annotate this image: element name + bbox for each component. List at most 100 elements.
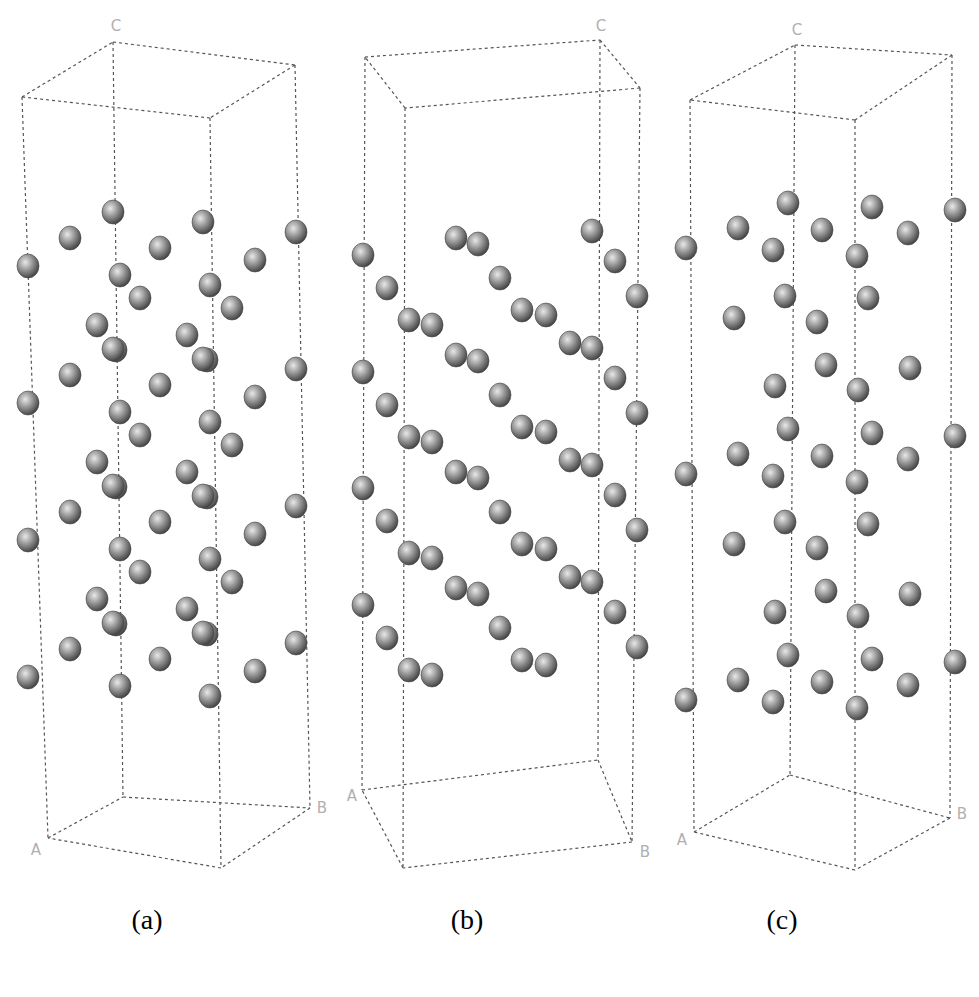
atom bbox=[675, 688, 697, 712]
axis-label: C bbox=[596, 19, 606, 34]
atom bbox=[815, 353, 837, 377]
atom bbox=[861, 195, 883, 219]
atom bbox=[376, 626, 398, 650]
atom bbox=[897, 673, 919, 697]
atom bbox=[559, 448, 581, 472]
atom bbox=[149, 236, 171, 260]
axis-label: B bbox=[317, 801, 327, 816]
atom bbox=[626, 635, 648, 659]
atom bbox=[467, 349, 489, 373]
atom bbox=[511, 648, 533, 672]
atom bbox=[421, 546, 443, 570]
cell-edge bbox=[22, 42, 113, 97]
atom bbox=[129, 423, 151, 447]
atom bbox=[899, 582, 921, 606]
atom bbox=[285, 220, 307, 244]
atom bbox=[811, 444, 833, 468]
cell-edge bbox=[694, 775, 790, 832]
cell-edge bbox=[365, 40, 600, 57]
atom bbox=[376, 276, 398, 300]
atom bbox=[857, 286, 879, 310]
atom bbox=[626, 401, 648, 425]
cell-edge bbox=[795, 45, 952, 55]
cell-edge bbox=[598, 40, 600, 760]
atom bbox=[59, 226, 81, 250]
atom bbox=[199, 410, 221, 434]
atom bbox=[764, 600, 786, 624]
atom bbox=[944, 650, 966, 674]
atom bbox=[581, 219, 603, 243]
atom bbox=[176, 323, 198, 347]
atom bbox=[102, 200, 124, 224]
atom bbox=[846, 244, 868, 268]
atom bbox=[445, 460, 467, 484]
atom bbox=[777, 417, 799, 441]
atom bbox=[604, 366, 626, 390]
cell-edge bbox=[210, 65, 295, 118]
cell-edge bbox=[632, 88, 640, 842]
atom bbox=[489, 266, 511, 290]
cell-edge bbox=[365, 57, 405, 108]
atom bbox=[17, 254, 39, 278]
atom bbox=[109, 674, 131, 698]
atom bbox=[581, 336, 603, 360]
atom bbox=[102, 611, 124, 635]
atom bbox=[811, 670, 833, 694]
atom bbox=[192, 484, 214, 508]
atom bbox=[762, 690, 784, 714]
cell-edge bbox=[854, 120, 855, 870]
atom bbox=[285, 357, 307, 381]
atom bbox=[535, 537, 557, 561]
atom bbox=[376, 509, 398, 533]
atom bbox=[723, 306, 745, 330]
cell-edge bbox=[22, 97, 210, 118]
atom bbox=[489, 383, 511, 407]
atom bbox=[176, 597, 198, 621]
atom bbox=[352, 593, 374, 617]
atom bbox=[774, 510, 796, 534]
panel-caption: (a) bbox=[131, 906, 162, 934]
cell-edge bbox=[295, 65, 310, 808]
axis-label: A bbox=[677, 833, 687, 848]
atom bbox=[762, 464, 784, 488]
cell-edge bbox=[362, 760, 598, 790]
atom bbox=[675, 462, 697, 486]
cell-edge bbox=[405, 88, 640, 108]
atom bbox=[445, 343, 467, 367]
atom bbox=[559, 565, 581, 589]
atom bbox=[764, 374, 786, 398]
cell-edge bbox=[403, 108, 405, 868]
atom bbox=[806, 536, 828, 560]
atom bbox=[581, 453, 603, 477]
atom bbox=[861, 647, 883, 671]
atom bbox=[17, 528, 39, 552]
atom bbox=[535, 653, 557, 677]
atom bbox=[626, 284, 648, 308]
axis-label: A bbox=[347, 789, 357, 804]
atom bbox=[727, 442, 749, 466]
atom bbox=[445, 576, 467, 600]
atom bbox=[857, 512, 879, 536]
atom bbox=[109, 400, 131, 424]
atom bbox=[109, 537, 131, 561]
atom bbox=[727, 668, 749, 692]
atom bbox=[176, 460, 198, 484]
axis-label: B bbox=[640, 845, 650, 860]
axis-label: B bbox=[957, 807, 967, 822]
atom bbox=[535, 420, 557, 444]
cell-edge bbox=[48, 797, 123, 838]
atom bbox=[86, 313, 108, 337]
atom bbox=[861, 421, 883, 445]
axis-label: A bbox=[31, 843, 41, 858]
atom bbox=[811, 218, 833, 242]
atom bbox=[899, 356, 921, 380]
atom bbox=[59, 500, 81, 524]
atom bbox=[806, 310, 828, 334]
atom bbox=[774, 284, 796, 308]
panel-caption: (b) bbox=[451, 906, 484, 934]
atom bbox=[199, 547, 221, 571]
atom bbox=[847, 604, 869, 628]
atom bbox=[604, 483, 626, 507]
atom bbox=[815, 579, 837, 603]
